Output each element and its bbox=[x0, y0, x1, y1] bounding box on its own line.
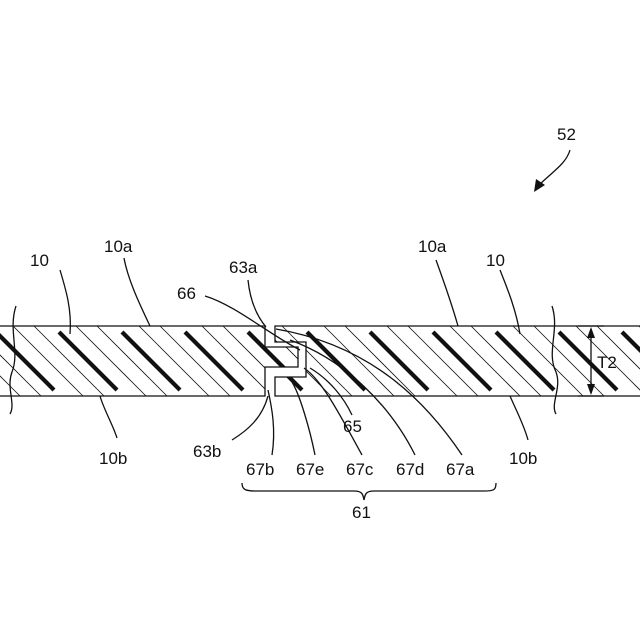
label-63b: 63b bbox=[193, 442, 221, 461]
label-63a: 63a bbox=[229, 258, 258, 277]
joint-brace bbox=[242, 483, 496, 500]
hatch-thin-line bbox=[160, 326, 230, 396]
hatch-thick-line bbox=[185, 332, 243, 390]
hatch-thin-line bbox=[408, 326, 478, 396]
label-52: 52 bbox=[557, 125, 576, 144]
leader-67b bbox=[268, 390, 274, 455]
left-break-line bbox=[10, 306, 16, 414]
label-10-left: 10 bbox=[30, 251, 49, 270]
hatch-thick-line bbox=[370, 332, 428, 390]
leader-10b-left bbox=[100, 396, 117, 438]
label-67b: 67b bbox=[246, 460, 274, 479]
hatch-thin-line bbox=[345, 326, 415, 396]
label-61: 61 bbox=[352, 503, 371, 522]
hatch-thick-line bbox=[307, 332, 365, 390]
hatch-thick-line bbox=[122, 332, 180, 390]
leader-10-left bbox=[60, 270, 70, 334]
label-T2: T2 bbox=[597, 353, 617, 372]
label-10-right: 10 bbox=[486, 251, 505, 270]
label-67d: 67d bbox=[396, 460, 424, 479]
left-panel-hatching bbox=[0, 326, 419, 396]
label-66: 66 bbox=[177, 284, 196, 303]
hatch-thin-line bbox=[282, 326, 352, 396]
hatch-thick-line bbox=[248, 332, 306, 390]
right-panel-hatching bbox=[244, 326, 640, 396]
label-10a-right: 10a bbox=[418, 237, 447, 256]
hatch-thick-line bbox=[59, 332, 117, 390]
leader-67e bbox=[292, 382, 315, 455]
leader-10a-right bbox=[436, 260, 458, 326]
dimension-arrow-up bbox=[587, 327, 595, 338]
hatch-thin-line bbox=[34, 326, 104, 396]
reference-labels: 52 10 10a 10b 63a 66 63b 65 10a 10 10b T… bbox=[30, 125, 617, 522]
label-65: 65 bbox=[343, 417, 362, 436]
leader-63b bbox=[232, 396, 268, 440]
figure-pointer-line bbox=[538, 150, 570, 186]
right-break-line bbox=[552, 306, 558, 414]
leader-10-right bbox=[500, 270, 520, 334]
hatch-thin-line bbox=[0, 326, 41, 396]
hatch-thin-line bbox=[471, 326, 541, 396]
hatch-thin-line bbox=[97, 326, 167, 396]
hatch-thin-line bbox=[223, 326, 293, 396]
label-67c: 67c bbox=[346, 460, 374, 479]
label-10a-left: 10a bbox=[104, 237, 133, 256]
leader-10b-right bbox=[510, 396, 528, 440]
hatch-thick-line bbox=[433, 332, 491, 390]
label-67a: 67a bbox=[446, 460, 475, 479]
hatch-thick-line bbox=[0, 332, 54, 390]
label-10b-left: 10b bbox=[99, 449, 127, 468]
hatch-thick-line bbox=[496, 332, 554, 390]
dimension-arrow-down bbox=[587, 384, 595, 395]
label-67e: 67e bbox=[296, 460, 324, 479]
label-10b-right: 10b bbox=[509, 449, 537, 468]
leader-10a-left bbox=[124, 258, 150, 326]
